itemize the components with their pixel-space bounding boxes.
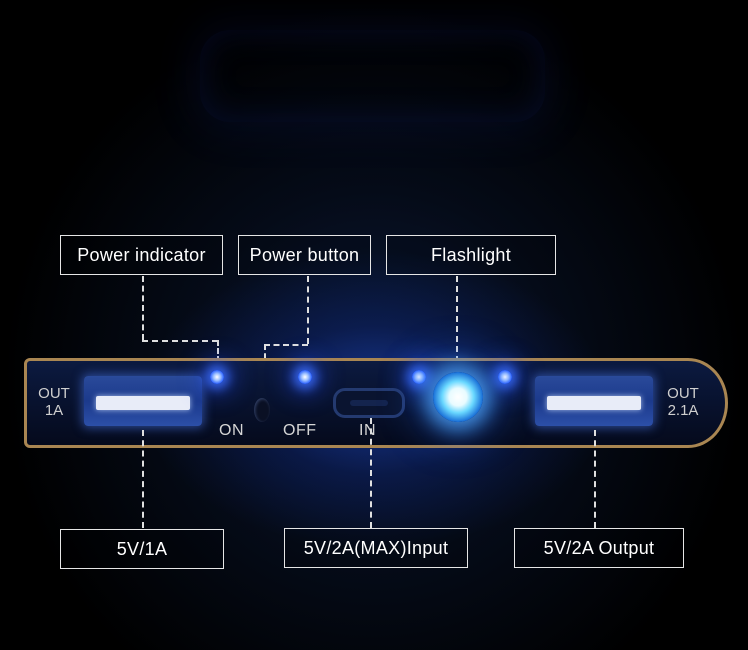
callout-input-spec: 5V/2A(MAX)Input — [284, 528, 468, 568]
leader-power-indicator-drop — [217, 340, 219, 370]
in-label: IN — [359, 422, 376, 439]
leader-power-indicator-vertical — [142, 276, 144, 340]
right-port-label-line1: OUT — [667, 385, 699, 402]
leader-power-button-vertical — [307, 276, 309, 344]
background-logo-glow — [200, 30, 545, 122]
usb-port-icon — [96, 396, 190, 410]
leader-5v1a-vertical — [142, 430, 144, 528]
callout-flashlight: Flashlight — [386, 235, 556, 275]
micro-usb-input-port[interactable] — [333, 388, 405, 418]
on-label: ON — [219, 422, 244, 439]
usb-port-1a[interactable] — [84, 376, 202, 426]
callout-output-spec: 5V/2A Output — [514, 528, 684, 568]
leader-input-vertical — [370, 418, 372, 528]
off-label: OFF — [283, 422, 317, 439]
power-button[interactable] — [254, 398, 270, 422]
leader-output-vertical — [594, 430, 596, 528]
left-port-label-line1: OUT — [38, 385, 70, 402]
flashlight-led-icon — [433, 372, 483, 422]
right-port-label-line2: 2.1A — [667, 402, 699, 419]
leader-flashlight-vertical — [456, 276, 458, 372]
led-indicator-icon — [210, 370, 224, 384]
callout-5v-1a: 5V/1A — [60, 529, 224, 569]
micro-usb-port-icon — [350, 400, 388, 406]
led-indicator-icon — [412, 370, 426, 384]
right-port-label: OUT 2.1A — [659, 385, 707, 419]
callout-power-button: Power button — [238, 235, 371, 275]
led-indicator-icon — [298, 370, 312, 384]
usb-port-icon — [547, 396, 641, 410]
left-port-label: OUT 1A — [30, 385, 78, 419]
led-indicator-icon — [498, 370, 512, 384]
leader-power-button-horizontal — [264, 344, 308, 346]
callout-power-indicator: Power indicator — [60, 235, 223, 275]
usb-port-2-1a[interactable] — [535, 376, 653, 426]
leader-power-indicator-horizontal — [142, 340, 218, 342]
left-port-label-line2: 1A — [44, 402, 64, 419]
